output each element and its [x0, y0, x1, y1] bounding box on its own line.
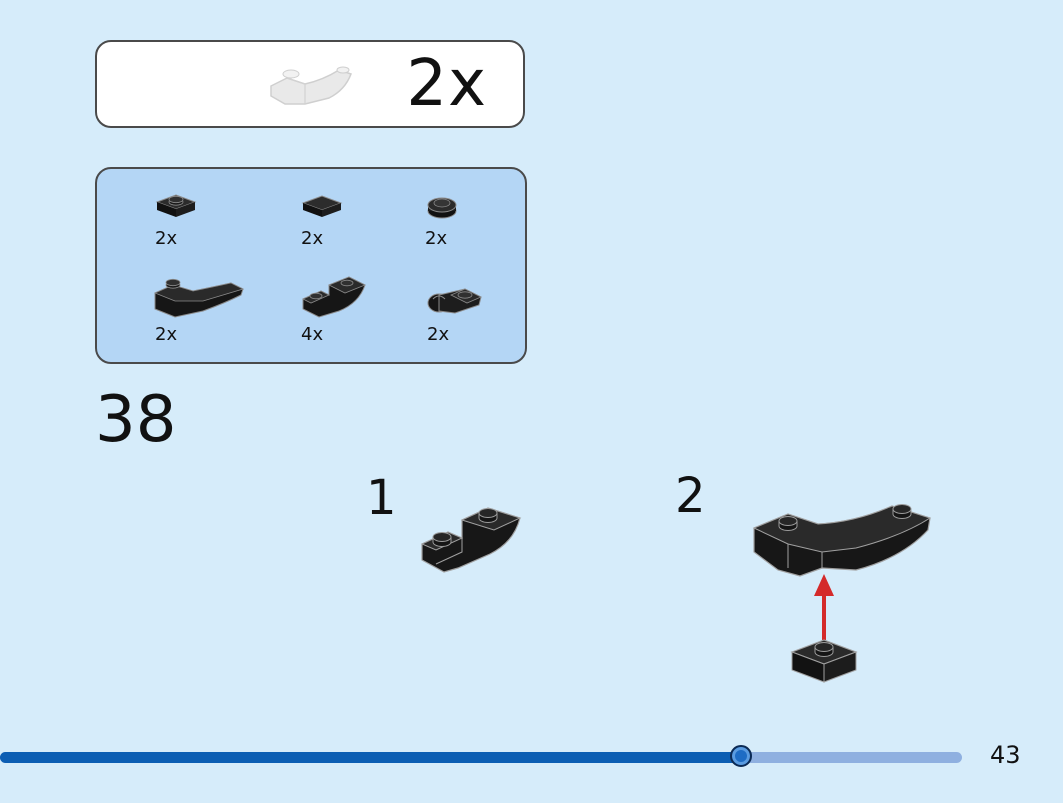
part-item: 2x	[299, 193, 345, 249]
progress-fill	[0, 752, 741, 763]
part-item: 2x	[153, 191, 199, 249]
part-quantity: 2x	[301, 228, 324, 249]
part-quantity: 2x	[425, 228, 448, 249]
tile-1x1-icon	[301, 195, 343, 217]
part-item: 2x	[425, 281, 483, 345]
curved-slope-2x1-icon	[153, 278, 245, 318]
inverted-curved-slope-pair-icon	[418, 492, 526, 582]
substep-2-label: 2	[675, 468, 706, 524]
curved-slope-assembly-icon	[265, 60, 357, 114]
substep-1-label: 1	[366, 470, 397, 526]
progress-marker	[729, 745, 752, 767]
subassembly-callout: 2x	[95, 40, 525, 128]
parts-list: 2x 2x 2x 2x	[95, 167, 527, 364]
part-item: 4x	[299, 265, 369, 345]
inverted-curved-slope-icon	[302, 276, 366, 318]
part-quantity: 2x	[427, 324, 450, 345]
part-quantity: 4x	[301, 324, 324, 345]
part-item: 2x	[425, 193, 459, 249]
clip-plate-icon	[427, 288, 482, 314]
step-number: 38	[95, 383, 177, 457]
callout-quantity: 2x	[406, 47, 487, 121]
plate-1x1-icon	[155, 194, 197, 217]
progress-bar	[0, 745, 962, 767]
part-item: 2x	[153, 273, 245, 345]
curved-slope-attach-icon	[752, 492, 936, 692]
page-number: 43	[990, 741, 1021, 769]
part-quantity: 2x	[155, 228, 178, 249]
part-quantity: 2x	[155, 324, 178, 345]
round-plate-1x1-icon	[427, 197, 457, 219]
